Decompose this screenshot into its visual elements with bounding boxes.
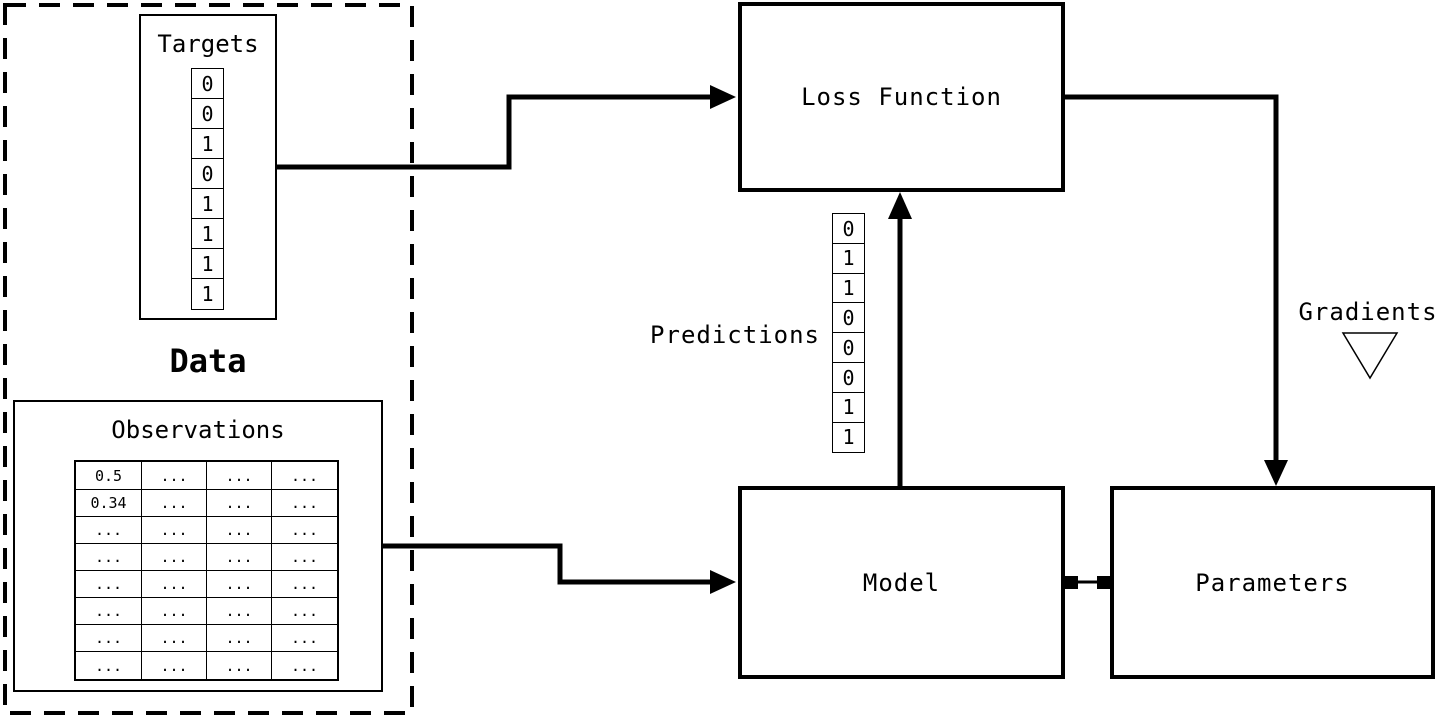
observations-cell: ... xyxy=(206,489,272,517)
observations-title: Observations xyxy=(111,416,285,444)
observations-cell: ... xyxy=(141,462,207,490)
predictions-cell: 0 xyxy=(832,302,865,334)
model-label: Model xyxy=(862,568,941,597)
square-endpoint-icon xyxy=(1065,576,1078,589)
observations-cell: ... xyxy=(206,624,272,652)
observations-cell: ... xyxy=(271,570,337,598)
observations-cell: ... xyxy=(271,489,337,517)
table-row: ............ xyxy=(76,651,337,679)
arrowhead-down-icon xyxy=(1264,460,1288,486)
predictions-cell: 1 xyxy=(832,242,865,275)
observations-cell: ... xyxy=(141,651,207,679)
parameters-node: Parameters xyxy=(1110,486,1435,679)
arrowhead-up-icon xyxy=(888,192,912,219)
targets-cell: 1 xyxy=(191,188,224,220)
gradients-label: Gradients xyxy=(1298,298,1438,326)
observations-cell: ... xyxy=(271,624,337,652)
targets-cell: 1 xyxy=(191,128,224,160)
observations-cell: ... xyxy=(141,570,207,598)
loss-function-label: Loss Function xyxy=(801,83,1002,111)
arrow-observations-to-model xyxy=(383,543,711,585)
predictions-cell: 0 xyxy=(832,361,865,394)
observations-cell: ... xyxy=(271,543,337,571)
observations-cell: ... xyxy=(271,516,337,544)
model-node: Model xyxy=(738,486,1065,679)
predictions-cell: 0 xyxy=(832,213,865,245)
observations-cell: ... xyxy=(206,462,272,490)
loss-function-node: Loss Function xyxy=(738,2,1065,192)
observations-cell: ... xyxy=(271,597,337,625)
observations-cell: ... xyxy=(271,651,337,679)
table-row: ............ xyxy=(76,543,337,571)
targets-cell: 0 xyxy=(191,158,224,190)
observations-cell: 0.34 xyxy=(76,489,142,517)
targets-cell: 1 xyxy=(191,218,224,250)
predictions-cell: 1 xyxy=(832,421,865,453)
targets-cell: 0 xyxy=(191,68,224,100)
observations-cell: 0.5 xyxy=(76,462,142,490)
observations-table: 0.5.........0.34........................… xyxy=(74,460,339,681)
data-group-label: Data xyxy=(169,342,247,380)
arrow-loss-function-to-parameters xyxy=(1065,94,1279,461)
observations-cell: ... xyxy=(141,489,207,517)
table-row: ............ xyxy=(76,516,337,544)
data-group-dashed-border xyxy=(3,3,414,715)
observations-cell: ... xyxy=(271,462,337,490)
arrowhead-right-icon xyxy=(710,570,736,594)
targets-cell: 0 xyxy=(191,98,224,130)
table-row: ............ xyxy=(76,570,337,598)
table-row: ............ xyxy=(76,597,337,625)
gradients-triangle-icon xyxy=(1341,332,1399,380)
predictions-cell: 1 xyxy=(832,391,865,424)
observations-cell: ... xyxy=(141,597,207,625)
observations-cell: ... xyxy=(141,516,207,544)
observations-cell: ... xyxy=(141,543,207,571)
table-row: 0.34......... xyxy=(76,489,337,517)
table-row: 0.5......... xyxy=(76,462,337,490)
observations-cell: ... xyxy=(76,570,142,598)
observations-cell: ... xyxy=(76,624,142,652)
observations-cell: ... xyxy=(206,516,272,544)
predictions-cell: 0 xyxy=(832,332,865,364)
arrow-targets-to-loss-function xyxy=(276,94,711,170)
observations-cell: ... xyxy=(76,543,142,571)
observations-cell: ... xyxy=(141,624,207,652)
observations-cell: ... xyxy=(76,597,142,625)
targets-cell: 1 xyxy=(191,248,224,280)
targets-cell: 1 xyxy=(191,278,224,310)
predictions-cell: 1 xyxy=(832,272,865,304)
parameters-label: Parameters xyxy=(1195,568,1350,597)
observations-cell: ... xyxy=(76,516,142,544)
arrowhead-right-icon xyxy=(710,85,736,109)
square-endpoint-icon xyxy=(1097,576,1110,589)
table-row: ............ xyxy=(76,624,337,652)
predictions-label: Predictions xyxy=(650,321,820,349)
observations-cell: ... xyxy=(206,651,272,679)
observations-cell: ... xyxy=(76,651,142,679)
observations-cell: ... xyxy=(206,543,272,571)
targets-title: Targets xyxy=(157,30,259,58)
observations-cell: ... xyxy=(206,570,272,598)
observations-cell: ... xyxy=(206,597,272,625)
